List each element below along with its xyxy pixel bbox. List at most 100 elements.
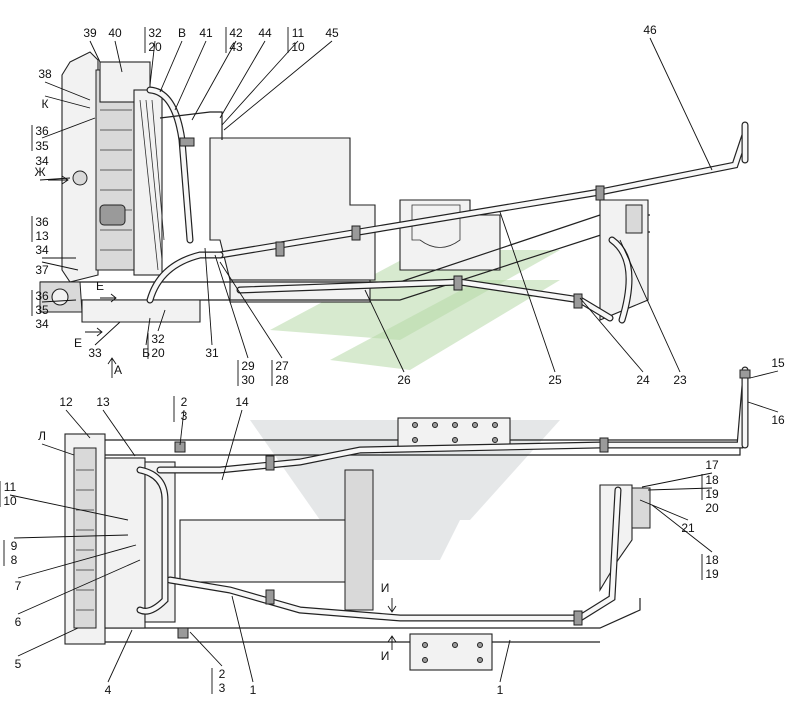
callout-label-c36: 30 [241,373,255,387]
callout-leader-c64 [17,627,79,657]
callout-leader-c9 [219,40,266,119]
callout-label-c44: 16 [771,413,785,427]
callout-label-c22: 34 [35,243,49,257]
callout-label-c62: 7 [15,579,22,593]
callout-label-c69: 3 [219,681,226,695]
callout-label-c42: 23 [673,373,687,387]
callout-leader-c25 [41,299,77,303]
callout-leader-c29 [94,321,121,346]
callout-label-c43: 15 [771,356,785,370]
callout-label-c10: 11 [292,26,305,40]
callout-leader-c34 [204,247,213,346]
callout-label-c50: Л [38,429,46,443]
mount-bolts [412,422,498,663]
watermark-logo [250,250,560,560]
callout-label-c61: 19 [705,567,719,581]
callout-leader-c45 [65,409,91,439]
callout-leader-c51 [641,472,713,488]
callout-label-c49: 14 [235,395,249,409]
engine-block [209,137,376,281]
callout-leader-c2 [114,40,123,73]
hose-plan-lower [166,486,622,622]
callout-label-c47: 2 [181,395,188,409]
callout-label-c2: 40 [108,26,122,40]
callout-label-c63: 6 [15,615,22,629]
callout-label-c38: 28 [275,373,289,387]
callout-label-c23: 37 [35,263,49,277]
callout-label-c21: 13 [35,229,49,243]
radiator-plan-fins [76,469,94,611]
view-arrow-e-upper [100,293,117,303]
callout-leader-c17 [41,117,96,139]
transmission-inner [411,204,461,248]
view-arrow-zh [48,175,69,185]
radiator-side-panel [133,89,163,276]
callout-label-c26: 34 [35,317,49,331]
callout-label-c28: Е [74,336,82,350]
cooler-stack [104,457,146,629]
radiator-shroud [61,51,99,283]
callout-label-c15: К [42,97,49,111]
callout-leader-c31 [145,317,151,346]
callout-leader-c41 [579,297,644,373]
callout-label-c57: 21 [681,521,695,535]
callout-leader-c7 [191,40,237,121]
callout-label-c7: 42 [229,26,243,40]
callout-leader-c62 [17,544,137,579]
hose-line-lower [236,278,614,322]
callout-label-c54: 20 [705,501,719,515]
callout-leader-c15 [44,95,91,109]
callout-leader-c40 [499,211,556,373]
callout-label-c16: 36 [35,124,49,138]
callout-label-c46: 13 [96,395,110,409]
engine-plan [179,519,356,583]
hose-front-lower [146,251,224,304]
callout-leader-c14 [44,81,91,101]
callout-label-c20: 36 [35,215,49,229]
callout-label-c8: 43 [229,40,243,54]
callout-label-c40: 25 [548,373,562,387]
callout-label-c41: 24 [636,373,650,387]
callout-label-c27: Е [96,279,104,293]
callout-label-c51: 17 [705,458,719,472]
callout-label-c11: 10 [291,40,305,54]
callout-leader-c67 [107,629,133,683]
callout-label-c18: 34 [35,154,49,168]
callout-leader-c3 [149,40,156,86]
callout-leader-c49 [221,409,243,481]
callout-label-c48: 3 [181,409,188,423]
callout-label-c34: 31 [205,346,219,360]
callout-label-c1: 39 [83,26,97,40]
callout-label-c68: 2 [219,667,226,681]
callout-label-c71: 1 [497,683,504,697]
axle-eye [51,288,69,306]
rear-pad-plan [631,487,651,529]
callout-leader-c55 [9,494,129,521]
callout-label-c35: 29 [241,359,255,373]
callout-label-c55: 11 [4,480,17,494]
callout-label-c14: 38 [38,67,52,81]
callout-label-c37: 27 [275,359,289,373]
callout-label-c52: 18 [705,473,719,487]
callout-label-c25: 35 [35,303,49,317]
callout-leader-c43 [749,370,779,379]
callout-label-c31: Б [142,346,150,360]
callout-label-c58: 9 [11,539,18,553]
callout-label-c56: 10 [3,494,17,508]
callout-leader-c23 [41,261,79,271]
callout-label-c17: 35 [35,139,49,153]
rear-mount-plate [625,204,643,234]
callout-label-c4: 20 [148,40,162,54]
section-arrow-i-upper [387,598,397,613]
callout-label-c29: 33 [88,346,102,360]
callout-label-c65: И [381,581,390,595]
callout-label-c9: 44 [258,26,272,40]
callout-label-c32: 32 [151,332,165,346]
callout-leader-c46 [102,409,136,457]
callout-leader-c68 [189,631,223,667]
engine-plan-end [344,469,374,611]
callout-label-c30: А [114,363,122,377]
callout-label-c5: В [178,26,186,40]
callout-label-c6: 41 [199,26,213,40]
